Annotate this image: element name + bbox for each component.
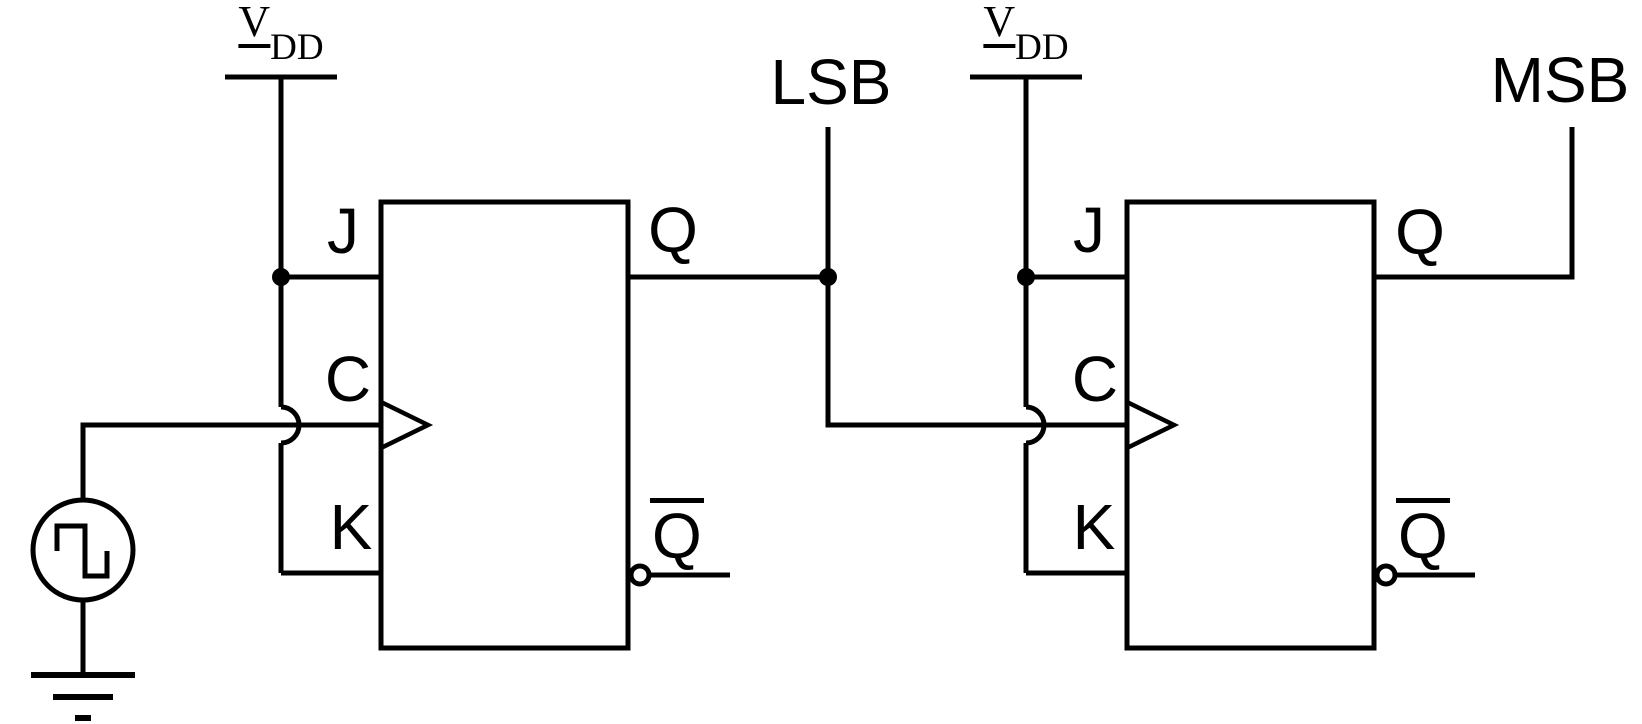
ff1-k-label: K <box>329 491 373 563</box>
vdd2-label-main: V <box>983 0 1016 48</box>
ff1-q-label: Q <box>648 194 698 266</box>
ff2-k-label: K <box>1072 491 1116 563</box>
ff2-qbar-bubble-icon <box>1374 563 1398 587</box>
vdd2-label: V DD <box>983 0 1069 68</box>
ff1-c-label: C <box>324 343 372 415</box>
vdd2-junction-dot <box>1017 268 1035 286</box>
ff2-q-label: Q <box>1395 196 1445 268</box>
vdd1-label-main: V <box>238 0 271 48</box>
clock-to-ff1-wire <box>80 422 381 502</box>
ff1-j-label: J <box>327 195 359 267</box>
vdd1-label: V DD <box>238 0 324 68</box>
vdd2-wire-hop-arc <box>1025 404 1047 446</box>
lsb-junction-dot <box>819 268 837 286</box>
ff1-qbar-label: Q <box>650 498 704 572</box>
ff2-q-to-msb-wire <box>1374 127 1575 280</box>
vdd2-label-subscript: DD <box>1015 27 1069 68</box>
msb-label: MSB <box>1490 44 1630 116</box>
ff2-qbar-label: Q <box>1396 498 1450 572</box>
flip-flop-1-clock-triangle-icon <box>380 399 434 451</box>
ff1-qbar-bubble-icon <box>628 563 652 587</box>
square-wave-icon <box>54 523 110 579</box>
flip-flop-2-clock-triangle-icon <box>1126 399 1180 451</box>
ff2-j-label: J <box>1073 194 1105 266</box>
vdd1-label-subscript: DD <box>270 27 324 68</box>
flip-flop-2-box <box>1124 199 1377 651</box>
vdd1-junction-dot <box>272 268 290 286</box>
ff2-c-label: C <box>1071 343 1119 415</box>
flip-flop-1-box <box>378 199 631 651</box>
lsb-node-wire <box>825 127 1127 428</box>
lsb-label: LSB <box>770 46 892 118</box>
